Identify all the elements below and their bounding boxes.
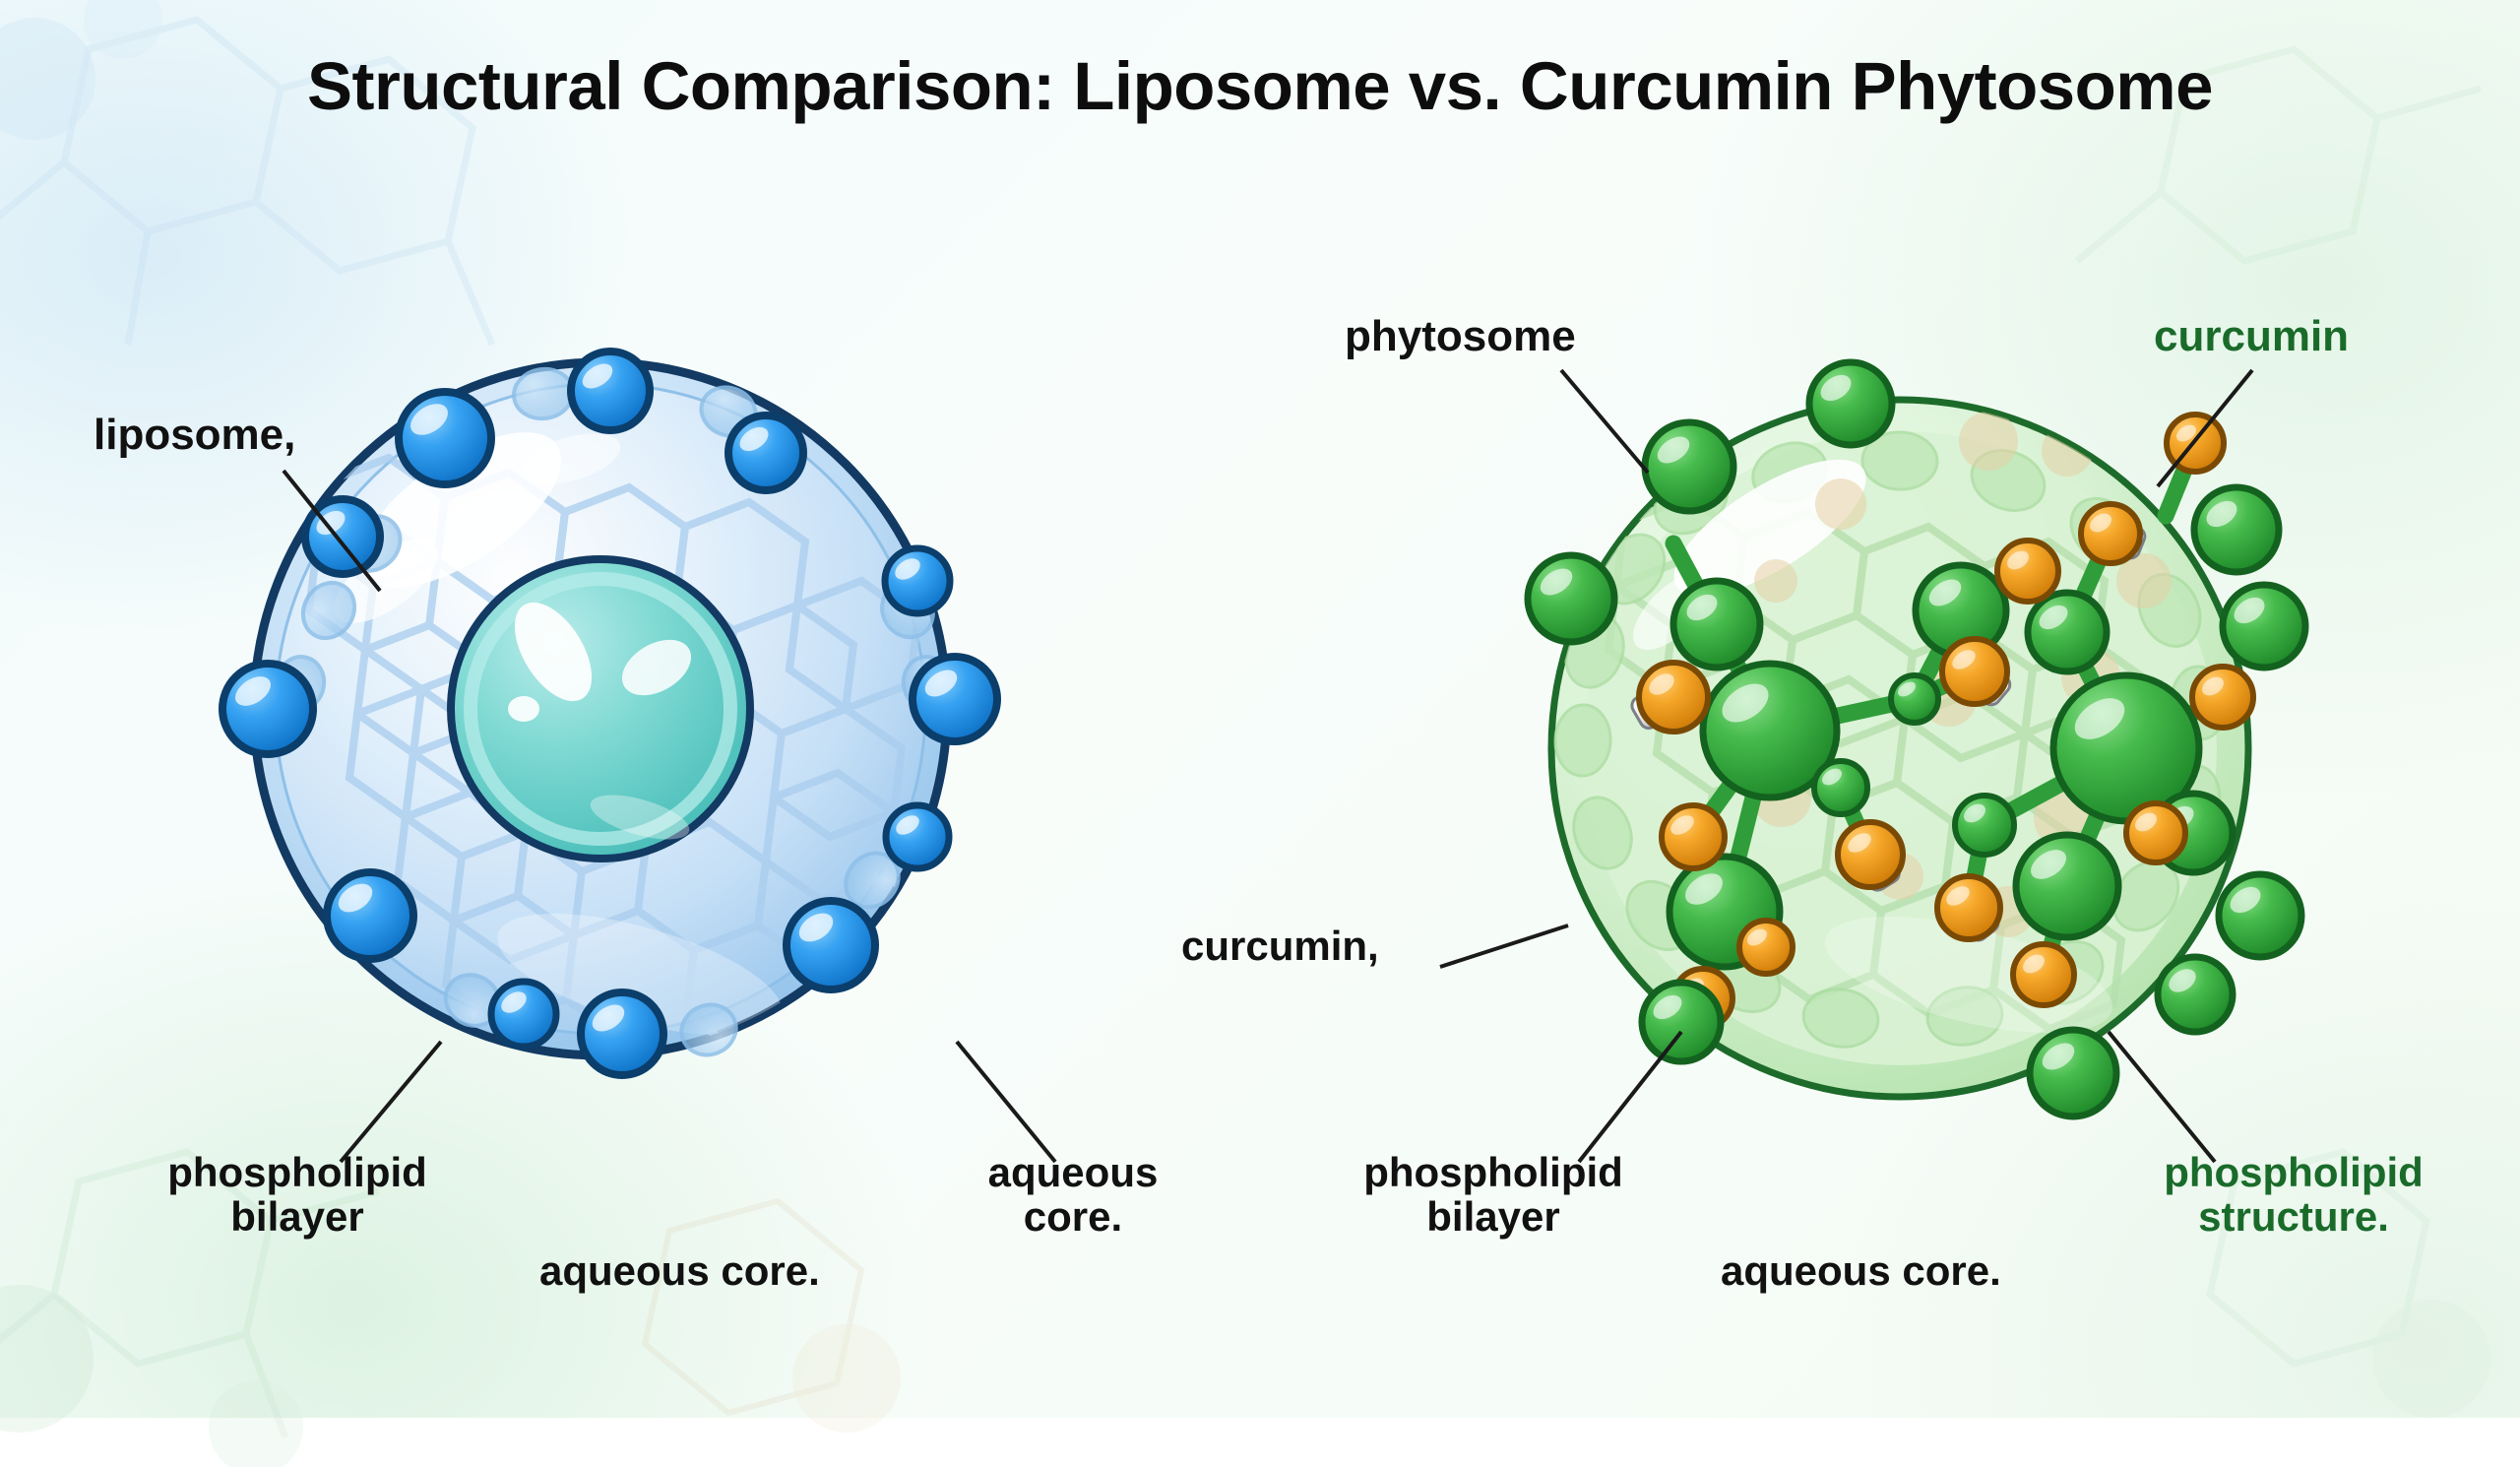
page-title: Structural Comparison: Liposome vs. Curc… [307, 48, 2214, 124]
label-phytosome: phytosome [1345, 312, 1576, 360]
label-aqueous-core-right-left: aqueous core. [987, 1149, 1159, 1241]
label-curcumin-left: curcumin, [1181, 923, 1379, 969]
liposome-illustration [219, 348, 1001, 1079]
label-aqueous-core-bottom-right: aqueous core. [1721, 1247, 2001, 1294]
label-curcumin-top: curcumin [2154, 312, 2350, 360]
label-liposome: liposome, [94, 411, 296, 459]
label-phospholipid-structure: phospholipid structure. [2164, 1149, 2424, 1241]
phytosome-phospholipid-heads [1524, 358, 2309, 1120]
label-phospholipid-bilayer-left: phospholipid bilayer [167, 1149, 427, 1241]
liposome-phospholipid-heads [219, 348, 1001, 1079]
label-phospholipid-bilayer-right: phospholipid bilayer [1363, 1149, 1623, 1241]
phytosome-illustration [1524, 358, 2309, 1120]
label-aqueous-core-bottom-left: aqueous core. [539, 1247, 820, 1294]
curcumin-atoms [1636, 412, 2256, 1031]
